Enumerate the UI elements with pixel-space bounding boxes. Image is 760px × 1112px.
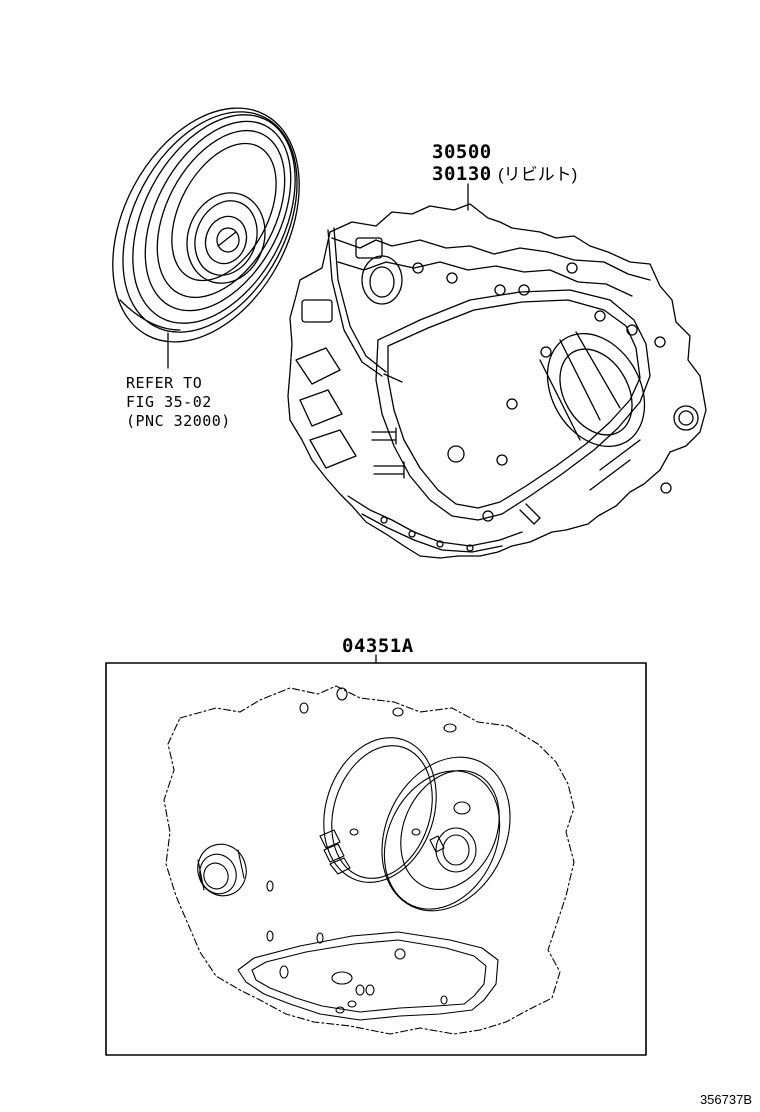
- ref-line-2: FIG 35-02: [126, 393, 212, 411]
- transaxle-assembly: [287, 203, 707, 559]
- part-number-30500: 30500: [432, 141, 492, 163]
- figure-id: 356737B: [700, 1092, 752, 1107]
- part-note-rebuilt: (リビルト): [498, 165, 577, 184]
- ref-line-1: REFER TO: [126, 374, 202, 392]
- torque-converter: [112, 107, 300, 343]
- part-number-30130: 30130: [432, 163, 492, 185]
- kit-box: [105, 662, 647, 1056]
- part-number-kit: 04351A: [342, 635, 414, 657]
- gasket-kit-parts: [163, 685, 575, 1035]
- ref-line-3: (PNC 32000): [126, 412, 231, 430]
